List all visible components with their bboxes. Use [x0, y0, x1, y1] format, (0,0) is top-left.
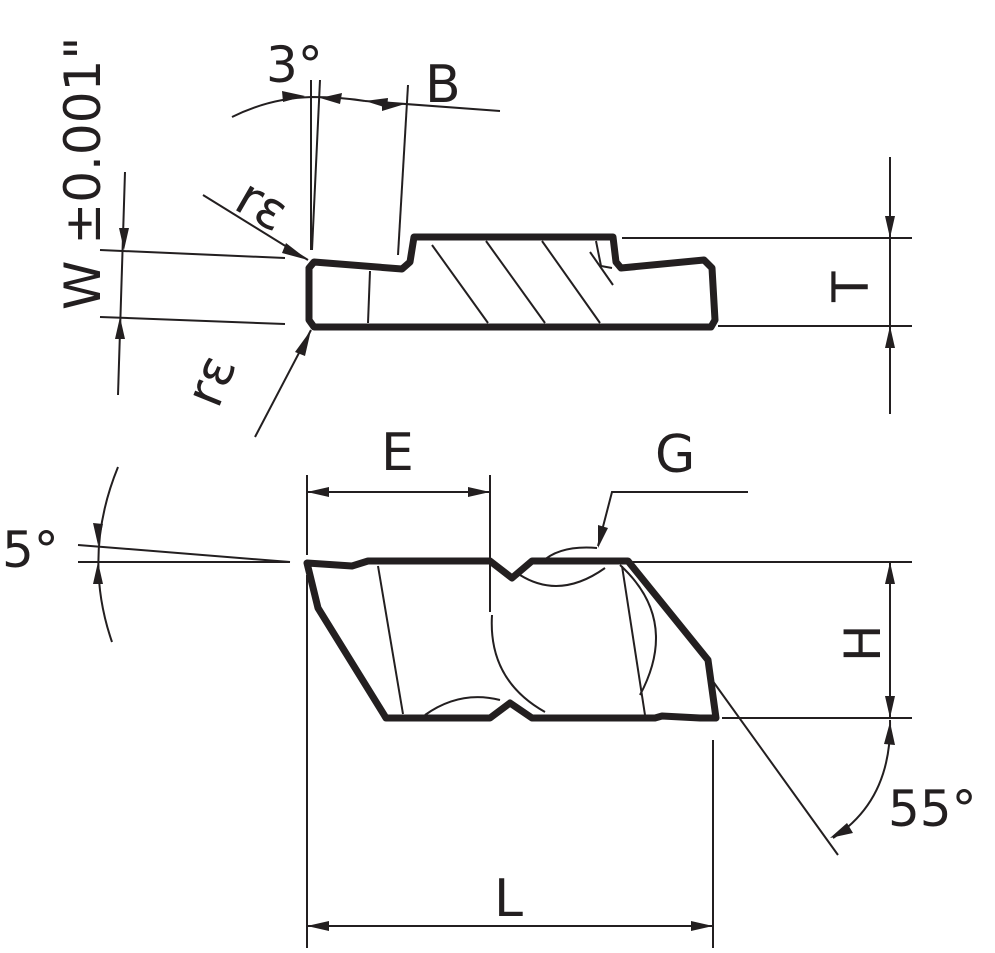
side-view-chip-breaker-line — [595, 240, 613, 269]
top-view: 5° E G H 55° L — [2, 423, 977, 948]
side-view-outline — [305, 233, 719, 331]
angle-3-arc — [231, 95, 366, 118]
angle-5-arc — [97, 466, 119, 643]
angle-5-extension-line — [77, 544, 291, 563]
g-leader — [597, 491, 748, 547]
side-view: 3° B rε rε W ±0.001" T — [54, 36, 912, 438]
r-eps-lower-label: rε — [174, 346, 248, 414]
angle-5-label: 5° — [2, 521, 59, 579]
chip-breaker-circle — [490, 546, 657, 713]
angle-3-label: 3° — [266, 36, 323, 94]
h-label: H — [834, 624, 892, 662]
r-eps-upper-label: rε — [226, 167, 299, 244]
l-label: L — [494, 869, 523, 929]
angle-55-label: 55° — [888, 780, 977, 838]
b-label: B — [425, 55, 461, 115]
side-view-edge-line — [367, 270, 371, 324]
e-label: E — [381, 423, 414, 483]
side-view-hatching — [431, 240, 614, 324]
angle-55-extension-line — [711, 679, 839, 856]
w-dimension-line — [117, 171, 126, 396]
b-extension-line — [397, 84, 409, 256]
angle-55-arc — [832, 719, 892, 839]
w-extension-line — [99, 249, 286, 259]
chip-breaker-wave — [519, 567, 606, 587]
top-view-edge-line — [621, 565, 646, 716]
t-label: T — [822, 271, 880, 303]
w-extension-line — [99, 316, 286, 325]
w-tolerance-label: W ±0.001" — [54, 37, 112, 310]
angle-3-extension-line — [311, 79, 321, 251]
g-label: G — [655, 425, 695, 485]
top-view-edge-line — [377, 565, 404, 715]
top-view-outline — [303, 557, 720, 722]
chip-breaker-wave — [424, 696, 501, 716]
